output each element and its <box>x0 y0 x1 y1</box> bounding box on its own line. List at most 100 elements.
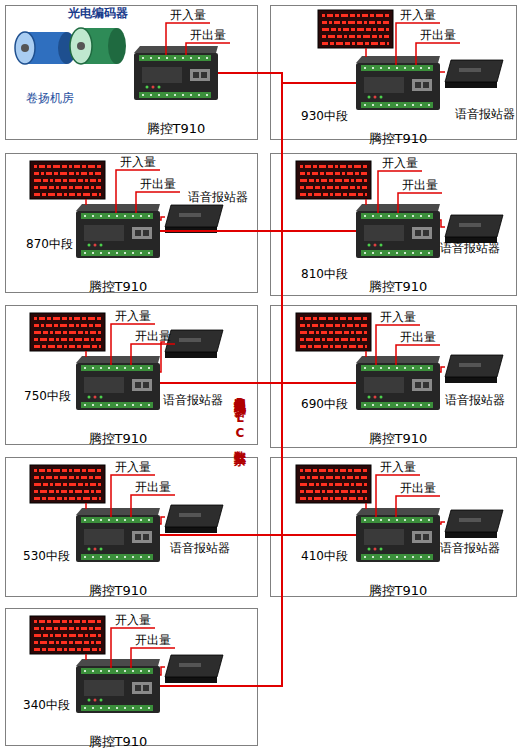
led-text-mark <box>69 165 72 168</box>
led-text-mark <box>357 186 360 189</box>
signal-wire <box>85 654 87 660</box>
led-text-mark <box>312 172 318 175</box>
encoder-face <box>15 32 35 64</box>
led-text-mark <box>357 14 360 17</box>
led-text-mark <box>300 483 307 486</box>
led-text-mark <box>48 497 55 500</box>
led-text-mark <box>96 490 101 493</box>
voice-device-mark <box>179 513 201 517</box>
led-text-mark <box>322 14 325 17</box>
led-text-mark <box>362 490 367 493</box>
led-text-mark <box>335 338 339 341</box>
led-text-mark <box>54 172 58 175</box>
plc-device <box>356 202 440 260</box>
led-text-mark <box>48 648 55 651</box>
plc-node: 腾控T910 <box>76 202 160 294</box>
signal-wire <box>378 171 422 213</box>
led-text-mark <box>99 345 101 348</box>
led-text-mark <box>316 483 319 486</box>
voice-device-top <box>445 60 503 82</box>
encoder-shaft <box>21 44 29 52</box>
led-display <box>296 313 371 351</box>
led-text-mark <box>322 186 325 189</box>
led-text-mark <box>64 345 67 348</box>
led-text-mark <box>357 35 361 38</box>
voice-device-side <box>445 377 497 383</box>
signal-wire <box>365 199 367 205</box>
led-text-mark <box>98 179 101 182</box>
led-text-mark <box>95 172 101 175</box>
signal-label: 开入量 <box>380 460 416 474</box>
led-text-mark <box>306 338 313 341</box>
led-text-mark <box>48 345 55 348</box>
voice-device-mark <box>179 213 201 217</box>
led-text-mark <box>41 476 44 479</box>
led-text-mark <box>319 469 326 472</box>
led-text-mark <box>335 317 338 320</box>
led-text-mark <box>300 165 303 168</box>
led-text-mark <box>361 172 367 175</box>
led-text-mark <box>56 186 59 189</box>
voice-device-side <box>165 352 217 358</box>
led-text-mark <box>305 165 311 168</box>
led-text-mark <box>355 324 359 327</box>
signal-wire <box>440 522 445 524</box>
led-text-mark <box>39 469 45 472</box>
led-text-mark <box>308 497 312 500</box>
led-text-mark <box>88 620 95 623</box>
led-text-mark <box>329 179 333 182</box>
voice-device-side <box>165 227 217 233</box>
led-text-mark <box>50 331 53 334</box>
led-text-mark <box>82 620 86 623</box>
voice-device-side <box>165 527 217 533</box>
led-frame <box>30 313 105 351</box>
led-text-mark <box>361 476 367 479</box>
panel-box: 卷扬机房腾控T910 <box>5 5 258 140</box>
led-text-mark <box>329 331 333 334</box>
led-text-mark <box>97 620 101 623</box>
led-text-mark <box>358 497 363 500</box>
led-text-mark <box>61 186 67 189</box>
led-text-mark <box>312 476 318 479</box>
panel-box: 530中段腾控T910 <box>5 457 258 597</box>
led-text-mark <box>42 497 46 500</box>
led-text-mark <box>323 345 328 348</box>
led-text-mark <box>335 172 340 175</box>
led-text-mark <box>34 497 40 500</box>
led-text-mark <box>55 634 61 637</box>
led-text-mark <box>83 345 90 348</box>
led-text-mark <box>49 490 54 493</box>
led-text-mark <box>69 490 73 493</box>
led-text-mark <box>315 338 320 341</box>
signal-wire <box>160 217 165 220</box>
led-text-mark <box>95 476 101 479</box>
voice-device-top <box>445 215 503 237</box>
led-text-mark <box>308 193 312 196</box>
led-text-mark <box>321 331 327 334</box>
panel-box: 870中段腾控T910 <box>5 153 258 293</box>
led-text-mark <box>336 42 343 45</box>
led-text-mark <box>326 476 333 479</box>
led-text-mark <box>351 28 355 31</box>
led-text-mark <box>364 21 367 24</box>
voice-device-top <box>165 505 223 527</box>
led-text-mark <box>328 469 333 472</box>
signal-wire <box>166 23 210 55</box>
led-text-mark <box>74 469 80 472</box>
device-caption: 腾控T910 <box>344 431 452 446</box>
led-text-mark <box>83 497 90 500</box>
led-text-mark <box>305 317 311 320</box>
device-caption: 腾控T910 <box>344 131 452 146</box>
led-text-mark <box>61 338 67 341</box>
led-text-mark <box>92 497 97 500</box>
plc-device <box>76 354 160 412</box>
led-text-mark <box>76 172 79 175</box>
led-text-mark <box>97 469 101 472</box>
led-text-mark <box>319 317 326 320</box>
led-text-mark <box>364 179 367 182</box>
led-text-mark <box>41 627 44 630</box>
led-text-mark <box>60 172 67 175</box>
led-text-mark <box>350 14 355 17</box>
plc-device <box>356 506 440 564</box>
panel-box: 410中段腾控T910 <box>270 457 517 597</box>
